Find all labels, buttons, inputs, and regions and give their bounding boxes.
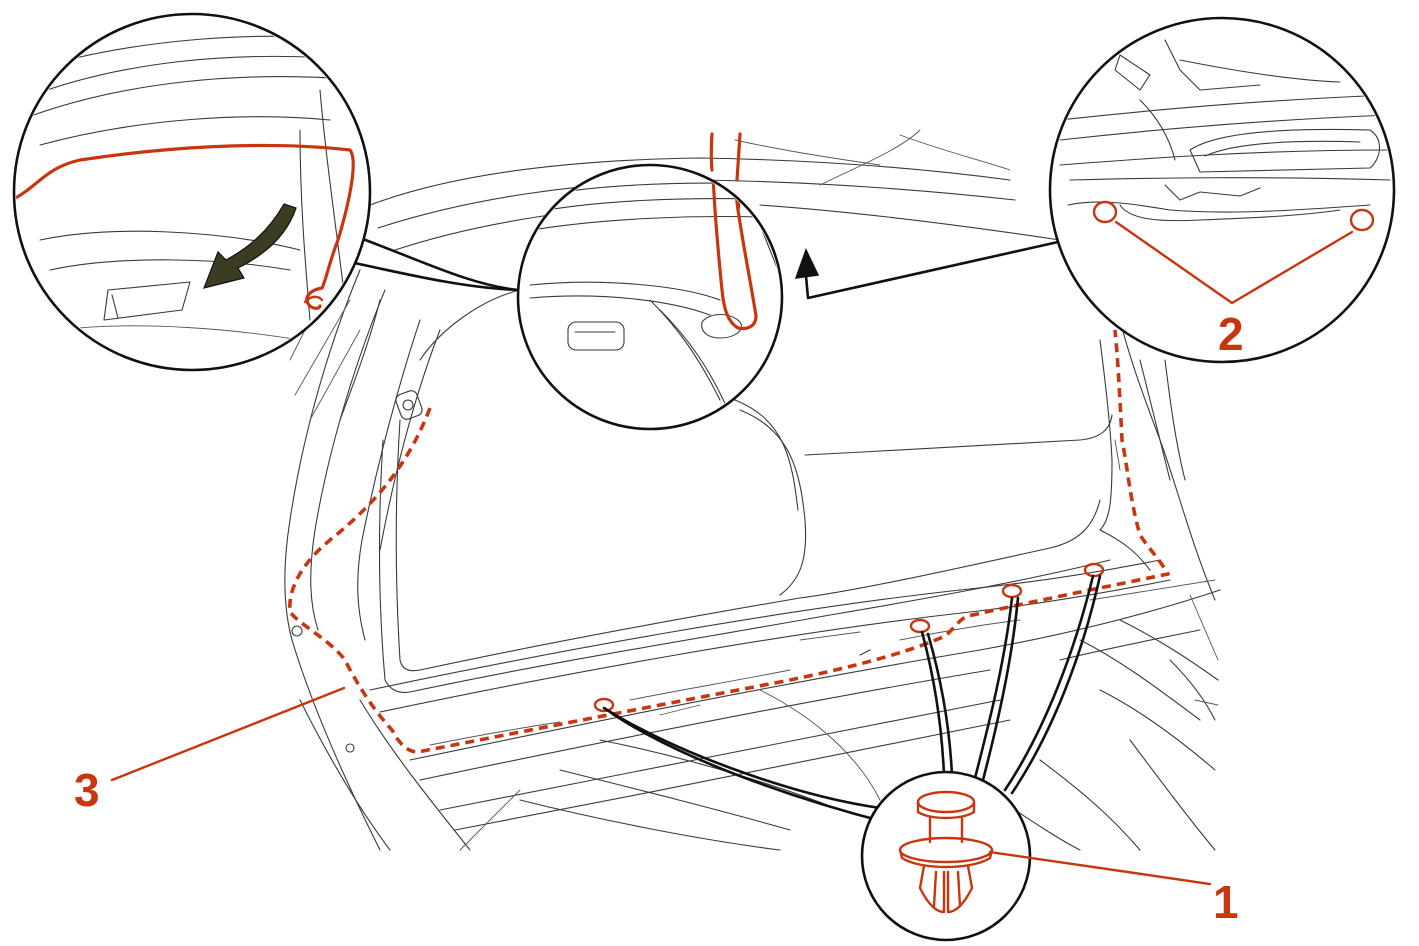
clip-leader-lines	[602, 574, 1102, 824]
up-arrow-leader	[794, 240, 1060, 300]
callout-3-label: 3	[74, 764, 100, 816]
callout-2-label: 2	[1218, 308, 1244, 360]
weatherstrip-outline-dashed	[288, 329, 1170, 754]
up-arrow-icon	[794, 248, 820, 279]
callout-3-leader	[110, 686, 346, 782]
detail-view-push-clip	[860, 770, 1212, 942]
curved-arrow-icon	[203, 203, 297, 289]
seal-strip-top-right	[735, 132, 742, 182]
detail-view-lining-edge	[12, 12, 520, 372]
push-pin-clip-icon	[898, 790, 994, 914]
callout-1-label: 1	[1213, 876, 1239, 928]
detail-view-clip-holes	[1048, 16, 1396, 364]
seal-strip-top-left	[709, 132, 714, 172]
detail-view-trunk-seal	[516, 163, 784, 431]
clip-mount-points	[593, 562, 1105, 713]
